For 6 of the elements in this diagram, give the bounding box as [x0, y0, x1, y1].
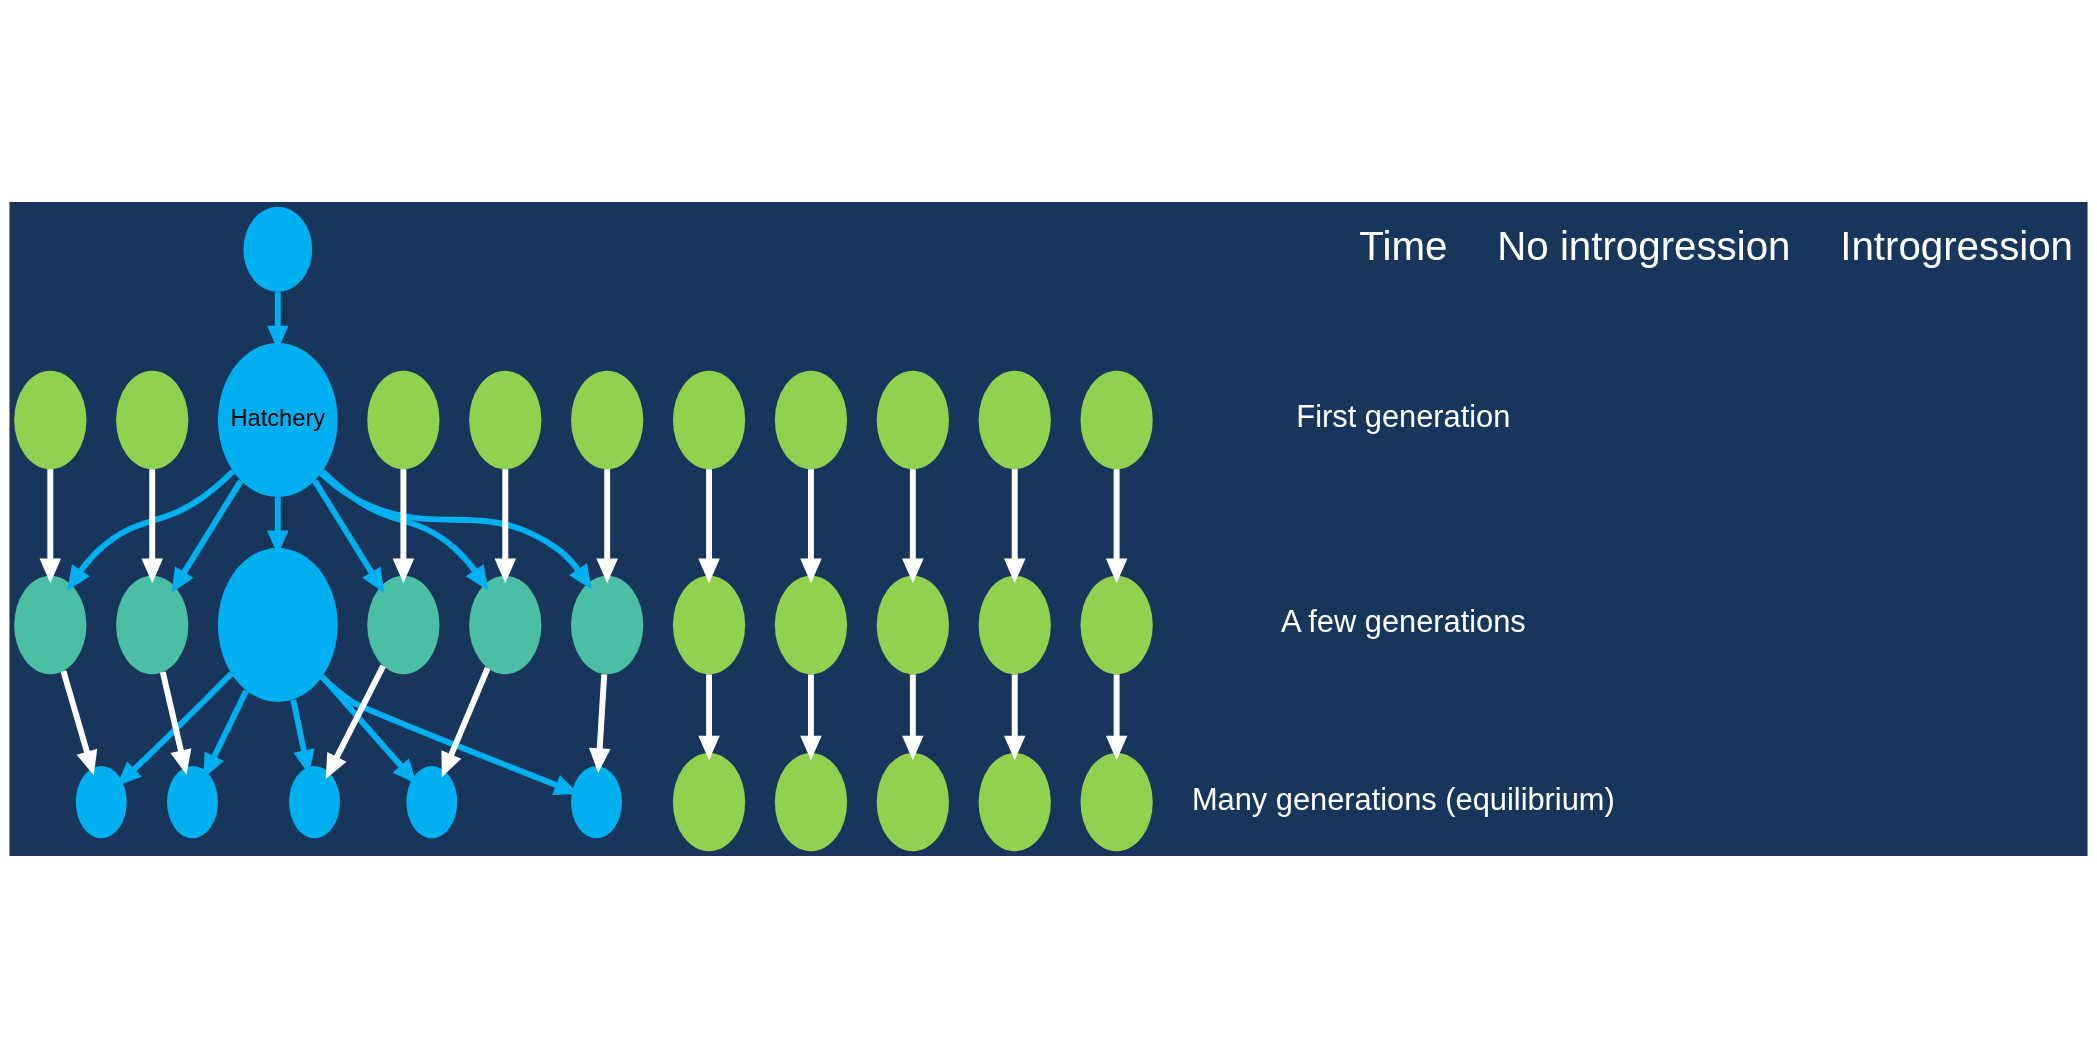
label: Time [1359, 223, 1448, 269]
label: No introgression [1497, 223, 1791, 269]
label: Many generations (equilibrium) [1191, 781, 1615, 817]
label: A few generations [1280, 603, 1526, 639]
label: First generation [1296, 398, 1511, 434]
label: Introgression [1840, 223, 2074, 269]
